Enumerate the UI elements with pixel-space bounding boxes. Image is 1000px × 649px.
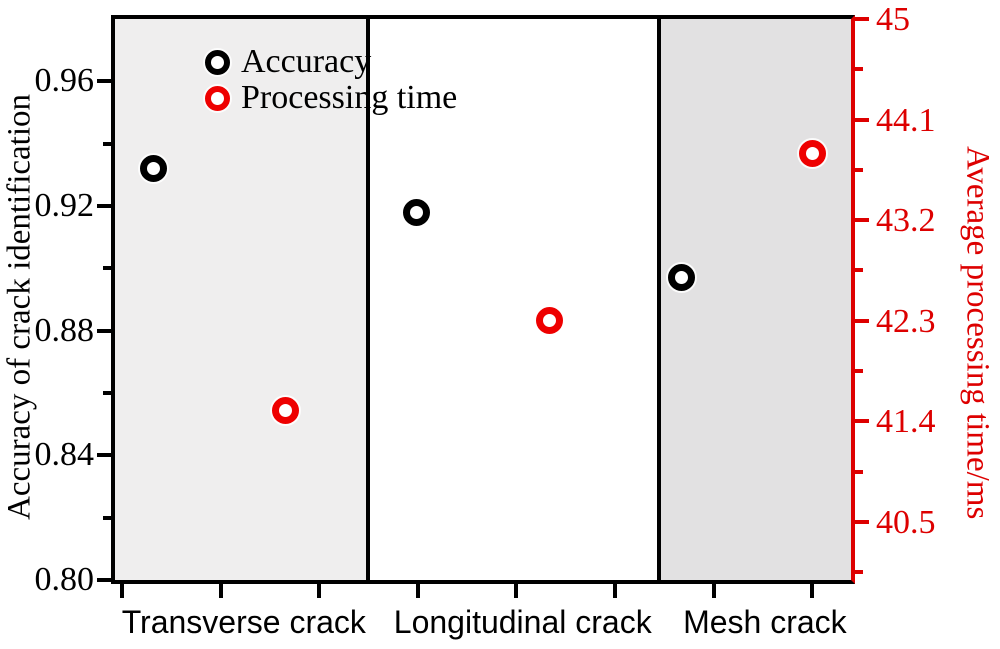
accuracy-point-longitudinal-crack [403,198,431,226]
processing-time-marker-icon [205,85,230,111]
left-axis-tick-label: 0.84 [34,436,95,474]
plot-frame [111,15,855,584]
right-axis-major-tick [855,117,869,122]
processing-time-point-longitudinal-crack [535,307,563,335]
left-axis-minor-tick [103,266,111,271]
right-axis-tick-label: 41.4 [876,403,936,441]
left-axis-major-tick [97,79,111,84]
bottom-axis-tick [514,584,519,598]
legend-entry-accuracy: Accuracy [205,44,457,80]
bottom-axis-tick [218,584,223,598]
panel-separator-0 [366,19,371,580]
accuracy-point-mesh-crack [668,264,696,292]
left-axis-tick-label: 0.92 [34,187,95,224]
panel-band-0 [115,19,369,580]
left-axis-major-tick [97,578,111,582]
left-axis-minor-tick [103,391,111,395]
right-axis-minor-tick [855,67,863,72]
left-axis-major-tick [97,328,111,333]
right-axis-major-tick [855,519,869,524]
processing-time-point-mesh-crack [799,139,827,167]
legend-entry-processing-time: Processing time [205,80,457,116]
bottom-axis-tick [415,584,420,598]
bottom-axis-tick [317,584,322,598]
legend: Accuracy Processing time [205,44,457,116]
category-label-mesh-crack: Mesh crack [683,604,847,640]
processing-time-point-transverse-crack [271,396,299,424]
left-axis-major-tick [97,204,111,208]
left-axis-minor-tick [103,515,111,520]
right-axis-tick-label: 44.1 [876,101,936,139]
legend-label-accuracy: Accuracy [241,43,372,80]
right-axis-major-tick [855,218,869,223]
right-axis-minor-tick [855,570,863,575]
accuracy-point-transverse-crack [139,155,167,183]
category-label-longitudinal-crack: Longitudinal crack [393,604,652,640]
left-axis-tick-label: 0.88 [34,311,95,349]
right-axis-major-tick [855,419,869,424]
bottom-axis-tick [711,584,716,598]
right-axis-major-tick [855,318,869,323]
right-axis-minor-tick [855,268,863,273]
left-axis-tick-label: 0.96 [34,62,95,100]
bottom-axis-tick [612,584,617,598]
right-axis-minor-tick [855,167,863,172]
panel-separator-1 [656,19,661,580]
right-axis-tick-label: 42.3 [876,302,936,340]
right-axis-title: Average processing time/ms [959,145,996,520]
panel-background-layer [115,19,851,580]
right-axis-major-tick [855,17,869,21]
left-axis-tick-label: 0.80 [34,561,95,598]
panel-band-2 [658,19,851,580]
left-axis-major-tick [97,453,111,458]
accuracy-marker-icon [205,49,230,75]
left-axis-minor-tick [103,141,111,146]
panel-band-1 [368,19,659,580]
data-point-layer [115,19,851,580]
bottom-axis-tick [119,584,124,598]
right-axis-minor-tick [855,469,863,474]
category-label-transverse-crack: Transverse crack [121,604,366,640]
right-axis-minor-tick [855,369,863,374]
right-axis-tick-label: 40.5 [876,503,936,541]
legend-label-processing-time: Processing time [241,79,458,116]
bottom-axis-tick [810,584,815,598]
right-axis-tick-label: 43.2 [876,202,936,240]
right-axis-tick-label: 45 [876,1,910,38]
